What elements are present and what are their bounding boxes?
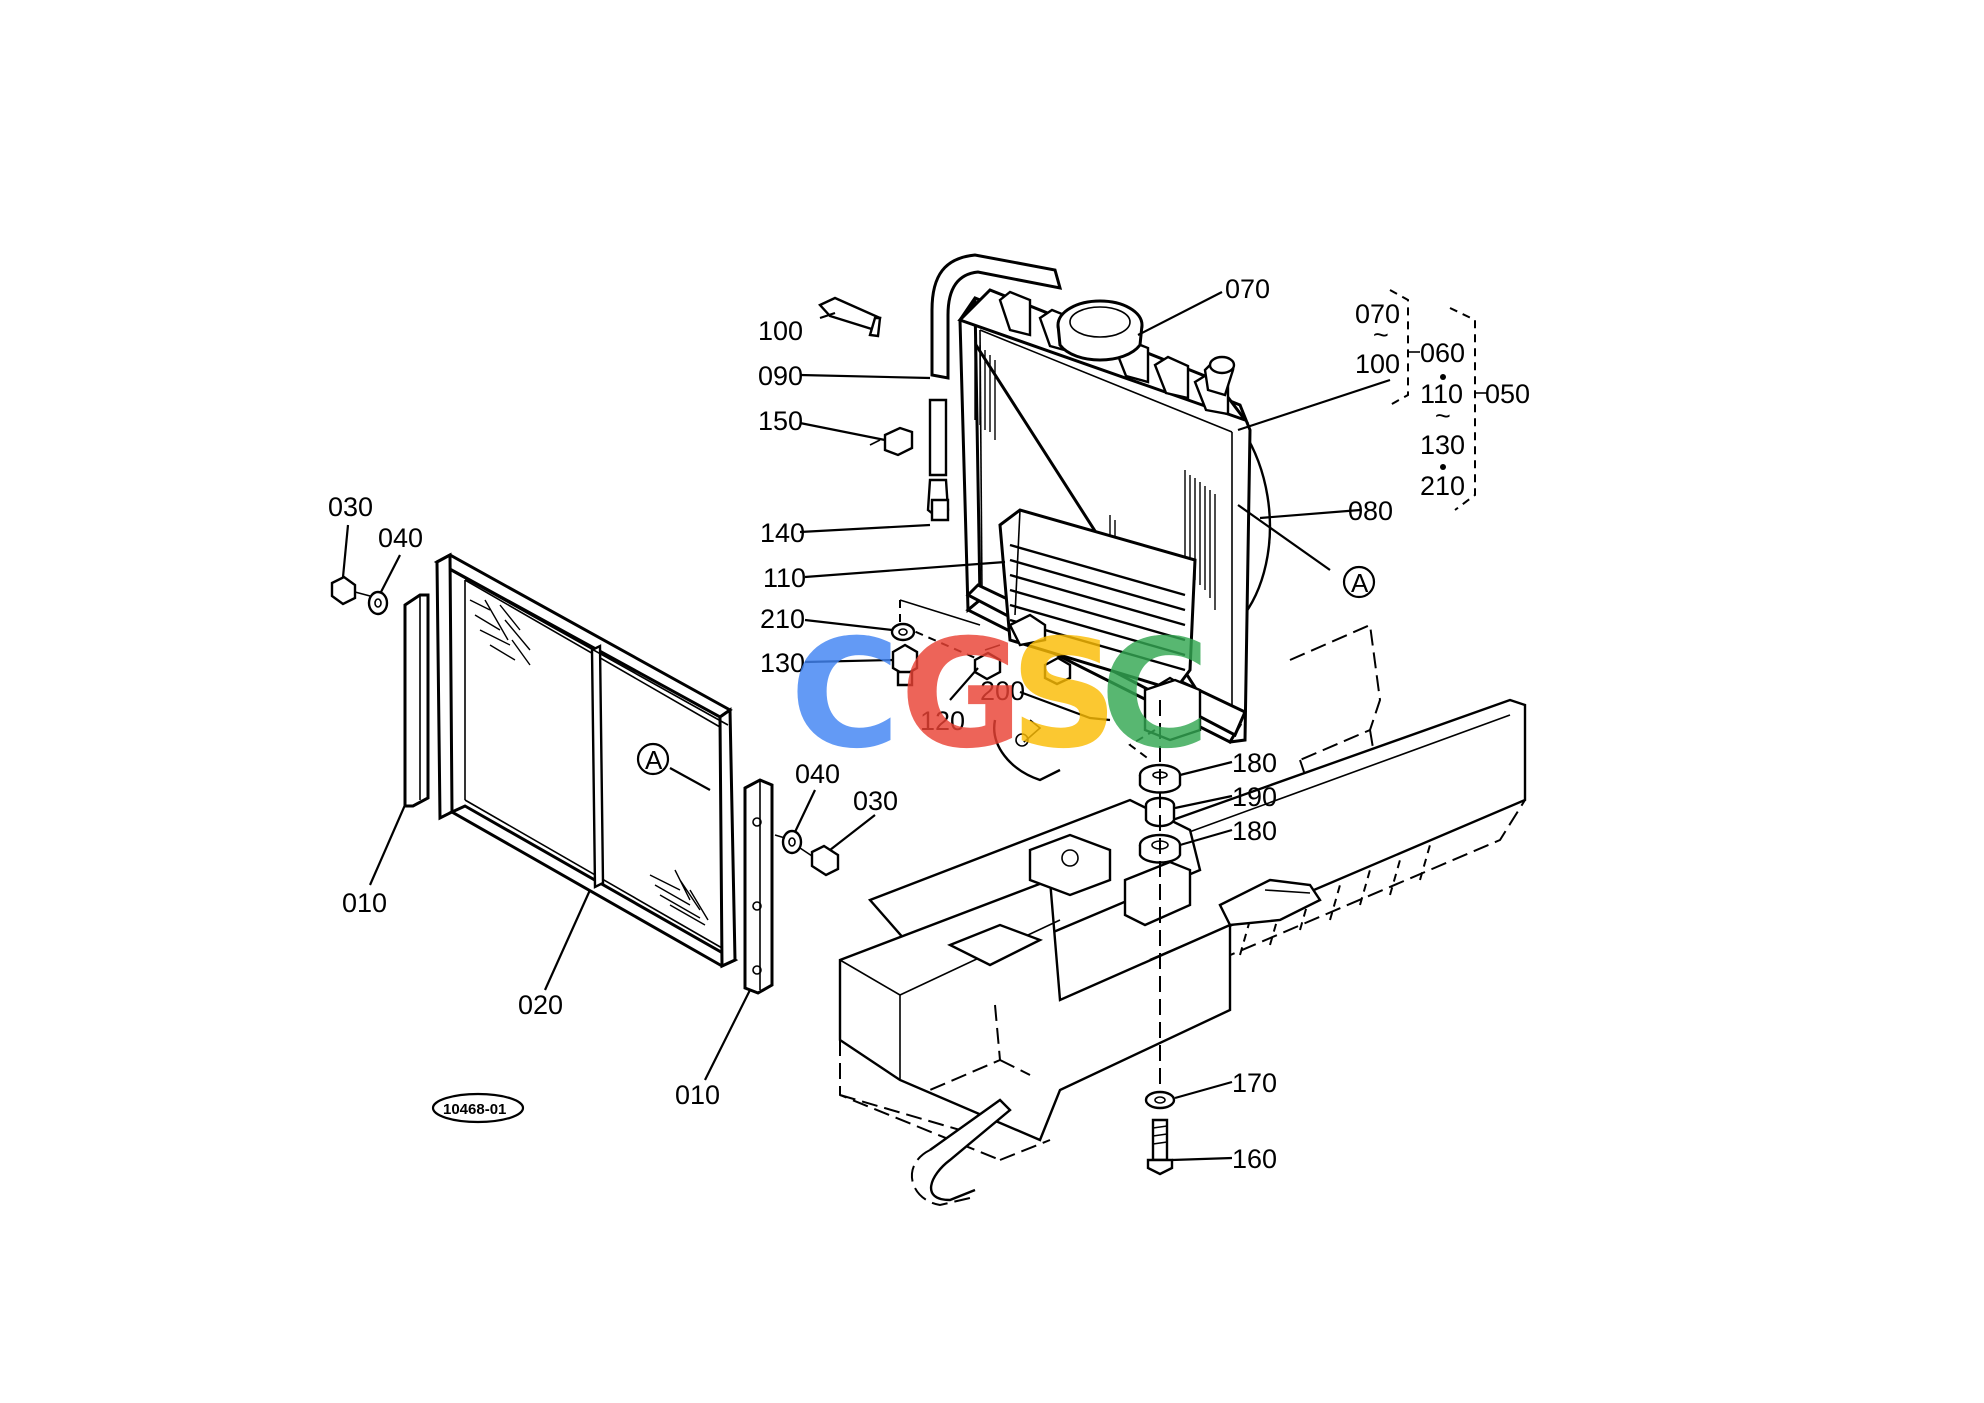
radiator-cap-070 (1056, 299, 1144, 362)
assembly-group-050: 070 ~ 100 060 110 ~ 130 210 050 (1355, 289, 1530, 511)
group-110: 110 (1420, 379, 1463, 409)
group-130: 130 (1420, 430, 1465, 460)
group-210: 210 (1420, 471, 1465, 501)
drain-cock-140 (930, 498, 950, 522)
group-tilde-2: ~ (1435, 401, 1451, 431)
group-060: 060 (1420, 338, 1465, 368)
fitting-120 (973, 644, 1002, 681)
washer-040-left (367, 590, 389, 616)
bolt-030-right (774, 834, 840, 877)
callout-040-left: 040 (378, 523, 423, 553)
callout-140: 140 (760, 518, 805, 548)
reference-marker-a-left: A (636, 742, 670, 776)
chassis-frame (838, 623, 1527, 1207)
svg-text:C: C (1100, 608, 1210, 782)
bolt-160 (1146, 1118, 1174, 1176)
callout-110: 110 (763, 563, 806, 593)
callout-090: 090 (758, 361, 803, 391)
drain-plug-150 (869, 426, 914, 457)
cgsc-watermark-logo: C G S C (790, 608, 1210, 782)
callout-070: 070 (1225, 274, 1270, 304)
callout-100: 100 (758, 316, 803, 346)
svg-text:G: G (900, 608, 1023, 782)
callout-160: 160 (1232, 1144, 1277, 1174)
callout-040-right: 040 (795, 759, 840, 789)
front-grille-screen-020 (433, 552, 739, 969)
callout-200: 200 (980, 676, 1025, 706)
callout-170: 170 (1232, 1068, 1277, 1098)
clip-100 (818, 296, 882, 338)
callout-010-right: 010 (675, 1080, 720, 1110)
radiator-mount-bracket (1128, 678, 1202, 761)
group-dot-1 (1440, 374, 1446, 380)
washer-170 (1144, 1090, 1176, 1110)
callout-labels: 070 100 090 150 140 110 210 130 120 200 … (328, 274, 1393, 1174)
svg-text:C: C (790, 608, 900, 782)
group-100: 100 (1355, 349, 1400, 379)
callout-080: 080 (1348, 496, 1393, 526)
side-bracket-010-left (403, 593, 430, 808)
callout-120: 120 (920, 706, 965, 736)
group-dot-2 (1440, 464, 1446, 470)
group-070: 070 (1355, 299, 1400, 329)
callout-030-left: 030 (328, 492, 373, 522)
side-bracket-010-right (743, 778, 774, 995)
reference-marker-a-label: A (1351, 568, 1369, 598)
group-050: 050 (1485, 379, 1530, 409)
callout-190: 190 (1232, 782, 1277, 812)
group-tilde-1: ~ (1373, 320, 1389, 350)
drawing-code-stamp: 10468-01 (431, 1092, 525, 1124)
fitting-200 (993, 656, 1072, 782)
washer-210 (890, 622, 916, 642)
reference-marker-a-label: A (645, 745, 663, 775)
callout-010-left: 010 (342, 888, 387, 918)
union-bolt-130 (891, 643, 919, 687)
callout-180-top: 180 (1232, 748, 1277, 778)
reference-marker-a-right: A (1342, 565, 1376, 599)
bolt-030-left (330, 575, 371, 606)
leader-lines (341, 291, 1391, 1162)
washer-040-right (781, 829, 803, 855)
callout-210: 210 (760, 604, 805, 634)
callout-130: 130 (760, 648, 805, 678)
drawing-code-label: 10468-01 (443, 1101, 506, 1118)
callout-020: 020 (518, 990, 563, 1020)
svg-text:S: S (1010, 608, 1118, 782)
callout-030-right: 030 (853, 786, 898, 816)
callout-150: 150 (758, 406, 803, 436)
callout-180-bottom: 180 (1232, 816, 1277, 846)
